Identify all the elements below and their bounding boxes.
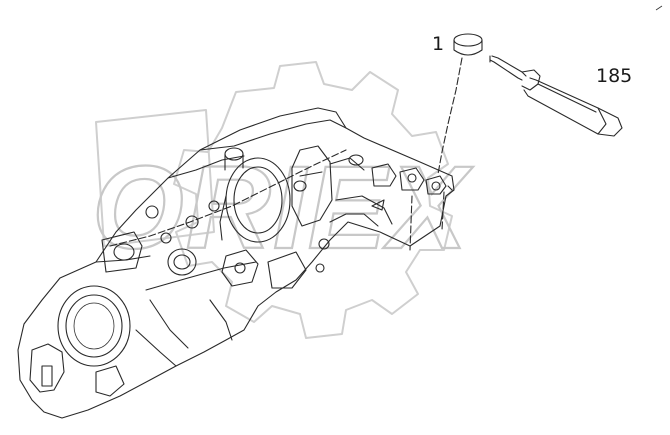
seal-face-line <box>409 195 413 251</box>
watermark-gear-icon <box>173 61 453 339</box>
part-1-label: 1 <box>432 33 444 55</box>
idler-bore <box>225 157 291 243</box>
part-185-label: 185 <box>596 65 632 87</box>
part-185-sealant-tube[interactable]: 185 <box>489 55 632 137</box>
crank-bore <box>57 285 131 367</box>
watermark: ORIEX <box>91 61 473 339</box>
part-1-leader-line <box>437 57 463 175</box>
corner-mark <box>655 5 663 11</box>
housing-outline <box>17 107 455 419</box>
center-boss <box>167 248 197 276</box>
front-cover-housing <box>17 107 455 419</box>
watermark-text: ORIEX <box>92 142 473 274</box>
part-1-sealant-cap[interactable]: 1 <box>432 33 483 175</box>
